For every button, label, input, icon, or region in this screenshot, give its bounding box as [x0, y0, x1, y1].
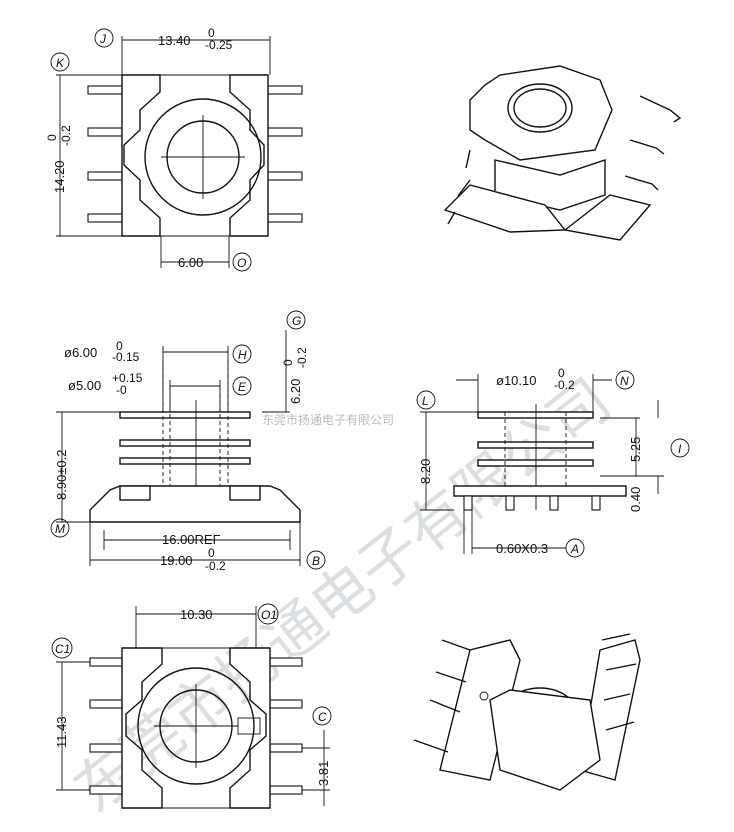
side-view: ø6.00 0 -0.15 H ø5.00 +0.15 -0 E 6.20 0 …: [50, 310, 326, 573]
label-l: L: [422, 394, 429, 408]
side-d2-tol-upper: +0.15: [112, 371, 143, 385]
label-n-bubble: [615, 370, 635, 390]
side-d1-dim: ø6.00: [64, 345, 97, 360]
label-l-bubble: [416, 390, 436, 410]
end-view: ø10.10 0 -0.2 N 8.20 L 5.25 0.40 I 0.60X…: [416, 366, 690, 558]
watermark-small-text: 东莞市扬通电子有限公司: [262, 412, 394, 427]
label-c1: C1: [55, 642, 70, 656]
end-offset-dim: 0.40: [628, 487, 643, 512]
label-b: B: [312, 554, 320, 568]
top-height-tol-upper: 0: [45, 134, 59, 141]
end-height-dim: 8.20: [418, 459, 433, 484]
label-g: G: [292, 314, 301, 328]
top-view-body: [121, 74, 161, 237]
top-view-pins: [87, 85, 303, 223]
label-m-bubble: [50, 518, 70, 538]
label-a: A: [570, 542, 579, 556]
end-flange-tol-upper: 0: [558, 366, 565, 380]
label-j: J: [99, 32, 107, 46]
end-slot-dim: 5.25: [628, 437, 643, 462]
label-i-bubble: [670, 438, 690, 458]
label-o: O: [237, 256, 246, 270]
label-o1-bubble: [257, 603, 279, 625]
top-view: 13.40 0 -0.25 J 14.20 0 -0.2 K 6.00 O: [45, 26, 303, 272]
side-ref-dim: 16.00REF: [162, 532, 221, 547]
bottom-view: 10.30 O1 11.43 C1 3.81 C: [51, 603, 332, 809]
label-e: E: [238, 380, 247, 394]
end-pin-dim: 0.60X0.3: [496, 541, 548, 556]
bottom-width-dim: 10.30: [180, 607, 213, 622]
label-a-bubble: [565, 538, 585, 558]
side-height-dim: 6.20: [288, 379, 303, 404]
label-h-bubble: [232, 344, 252, 364]
label-m: M: [55, 522, 65, 536]
top-pitch-dim: 6.00: [178, 255, 203, 270]
bottom-pin-dim: 3.81: [316, 761, 331, 786]
side-width-tol-lower: -0.2: [205, 559, 226, 573]
label-j-bubble: [94, 28, 114, 48]
top-width-tol-upper: 0: [208, 26, 215, 40]
bottom-height-dim: 11.43: [54, 716, 69, 748]
top-width-dim: 13.40: [158, 33, 191, 48]
side-total-height: 8.90±0.2: [54, 449, 69, 500]
iso-view-top: [443, 65, 682, 241]
end-flange-tol-lower: -0.2: [554, 378, 575, 392]
label-o1: O1: [261, 608, 277, 622]
side-width-dim: 19.00: [160, 553, 193, 568]
top-height-dim: 14.20: [52, 160, 67, 193]
side-width-tol-upper: 0: [208, 546, 215, 560]
label-b-bubble: [306, 550, 326, 570]
side-d1-tol-lower: -0.15: [112, 350, 140, 364]
side-d2-tol-lower: -0: [116, 383, 127, 397]
top-width-tol-lower: -0.25: [205, 38, 233, 52]
top-height-tol-lower: -0.2: [59, 125, 73, 146]
side-d2-dim: ø5.00: [68, 378, 101, 393]
label-k-bubble: [50, 52, 70, 72]
end-flange-dim: ø10.10: [496, 373, 536, 388]
label-n: N: [620, 374, 629, 388]
label-c-bubble: [312, 706, 332, 726]
label-g-bubble: [286, 310, 306, 330]
label-h: H: [238, 348, 247, 362]
label-o-bubble: [232, 252, 252, 272]
label-k: K: [56, 56, 65, 70]
label-e-bubble: [232, 376, 252, 396]
side-d1-tol-upper: 0: [116, 339, 123, 353]
label-c: C: [318, 710, 327, 724]
label-c1-bubble: [51, 637, 73, 659]
iso-view-bottom: [413, 633, 641, 791]
label-i: I: [678, 442, 682, 456]
side-height-tol-upper: 0: [281, 359, 295, 366]
side-height-tol-lower: -0.2: [295, 347, 309, 368]
